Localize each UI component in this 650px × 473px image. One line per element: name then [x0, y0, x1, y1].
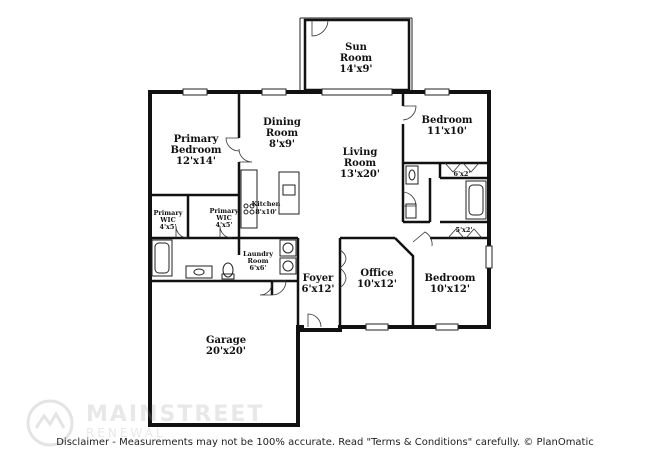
primary-bedroom-dims: 12'x14' [176, 156, 216, 167]
disclaimer-text: Disclaimer - Measurements may not be 100… [56, 437, 594, 448]
interior-walls [150, 92, 489, 327]
bedroom-ne-dims: 11'x10' [427, 126, 467, 137]
dining-room-name: Dining [263, 117, 301, 128]
fixtures [151, 165, 487, 280]
windows [182, 88, 493, 331]
doors [175, 105, 483, 328]
bedroom-se-dims: 10'x12' [430, 284, 470, 295]
dining-room-name-2: Room [266, 128, 299, 139]
office-name: Office [360, 268, 393, 279]
primary-bedroom-name: Primary [174, 134, 220, 145]
kitchen-dims: 8'x10' [255, 208, 276, 216]
primary-wic-2-name-2: WIC [215, 214, 232, 222]
garage-dims: 20'x20' [206, 346, 246, 357]
primary-wic-1-dims: 4'x5' [160, 223, 177, 231]
living-room-name: Living [343, 147, 378, 158]
sun-room-name-2: Room [340, 53, 373, 64]
living-room-name-2: Room [344, 158, 377, 169]
closet-se-dims: 5'x2' [456, 226, 473, 234]
foyer-dims: 6'x12' [302, 284, 335, 295]
sun-room-dims: 14'x9' [340, 64, 373, 75]
watermark: MAINSTREET RENEWAL [22, 398, 282, 448]
watermark-logo-icon [26, 399, 74, 447]
primary-wic-2-dims: 4'x5' [216, 221, 233, 229]
laundry-room-dims: 6'x6' [250, 264, 267, 272]
laundry-room-name: Laundry [243, 250, 273, 258]
room-labels: Sun Room 14'x9' Bedroom 11'x10' 6'x2' Pr… [153, 42, 475, 357]
office-dims: 10'x12' [357, 279, 397, 290]
laundry-room-name-2: Room [248, 257, 269, 265]
dining-room-dims: 8'x9' [269, 139, 295, 150]
living-room-dims: 13'x20' [340, 169, 380, 180]
foyer-name: Foyer [303, 273, 334, 284]
primary-wic-2-name: Primary [209, 207, 238, 215]
watermark-sub: RENEWAL [86, 426, 166, 440]
kitchen-name: Kitchen [252, 200, 281, 208]
primary-wic-1-name: Primary [153, 209, 182, 217]
garage-name: Garage [206, 335, 246, 346]
watermark-brand: MAINSTREET [86, 402, 265, 427]
primary-wic-1-name-2: WIC [159, 216, 176, 224]
closet-ne-dims: 6'x2' [454, 170, 471, 178]
sun-room-name: Sun [345, 42, 367, 53]
bedroom-se-name: Bedroom [425, 273, 476, 284]
primary-bedroom-name-2: Bedroom [171, 145, 222, 156]
bedroom-ne-name: Bedroom [422, 115, 473, 126]
